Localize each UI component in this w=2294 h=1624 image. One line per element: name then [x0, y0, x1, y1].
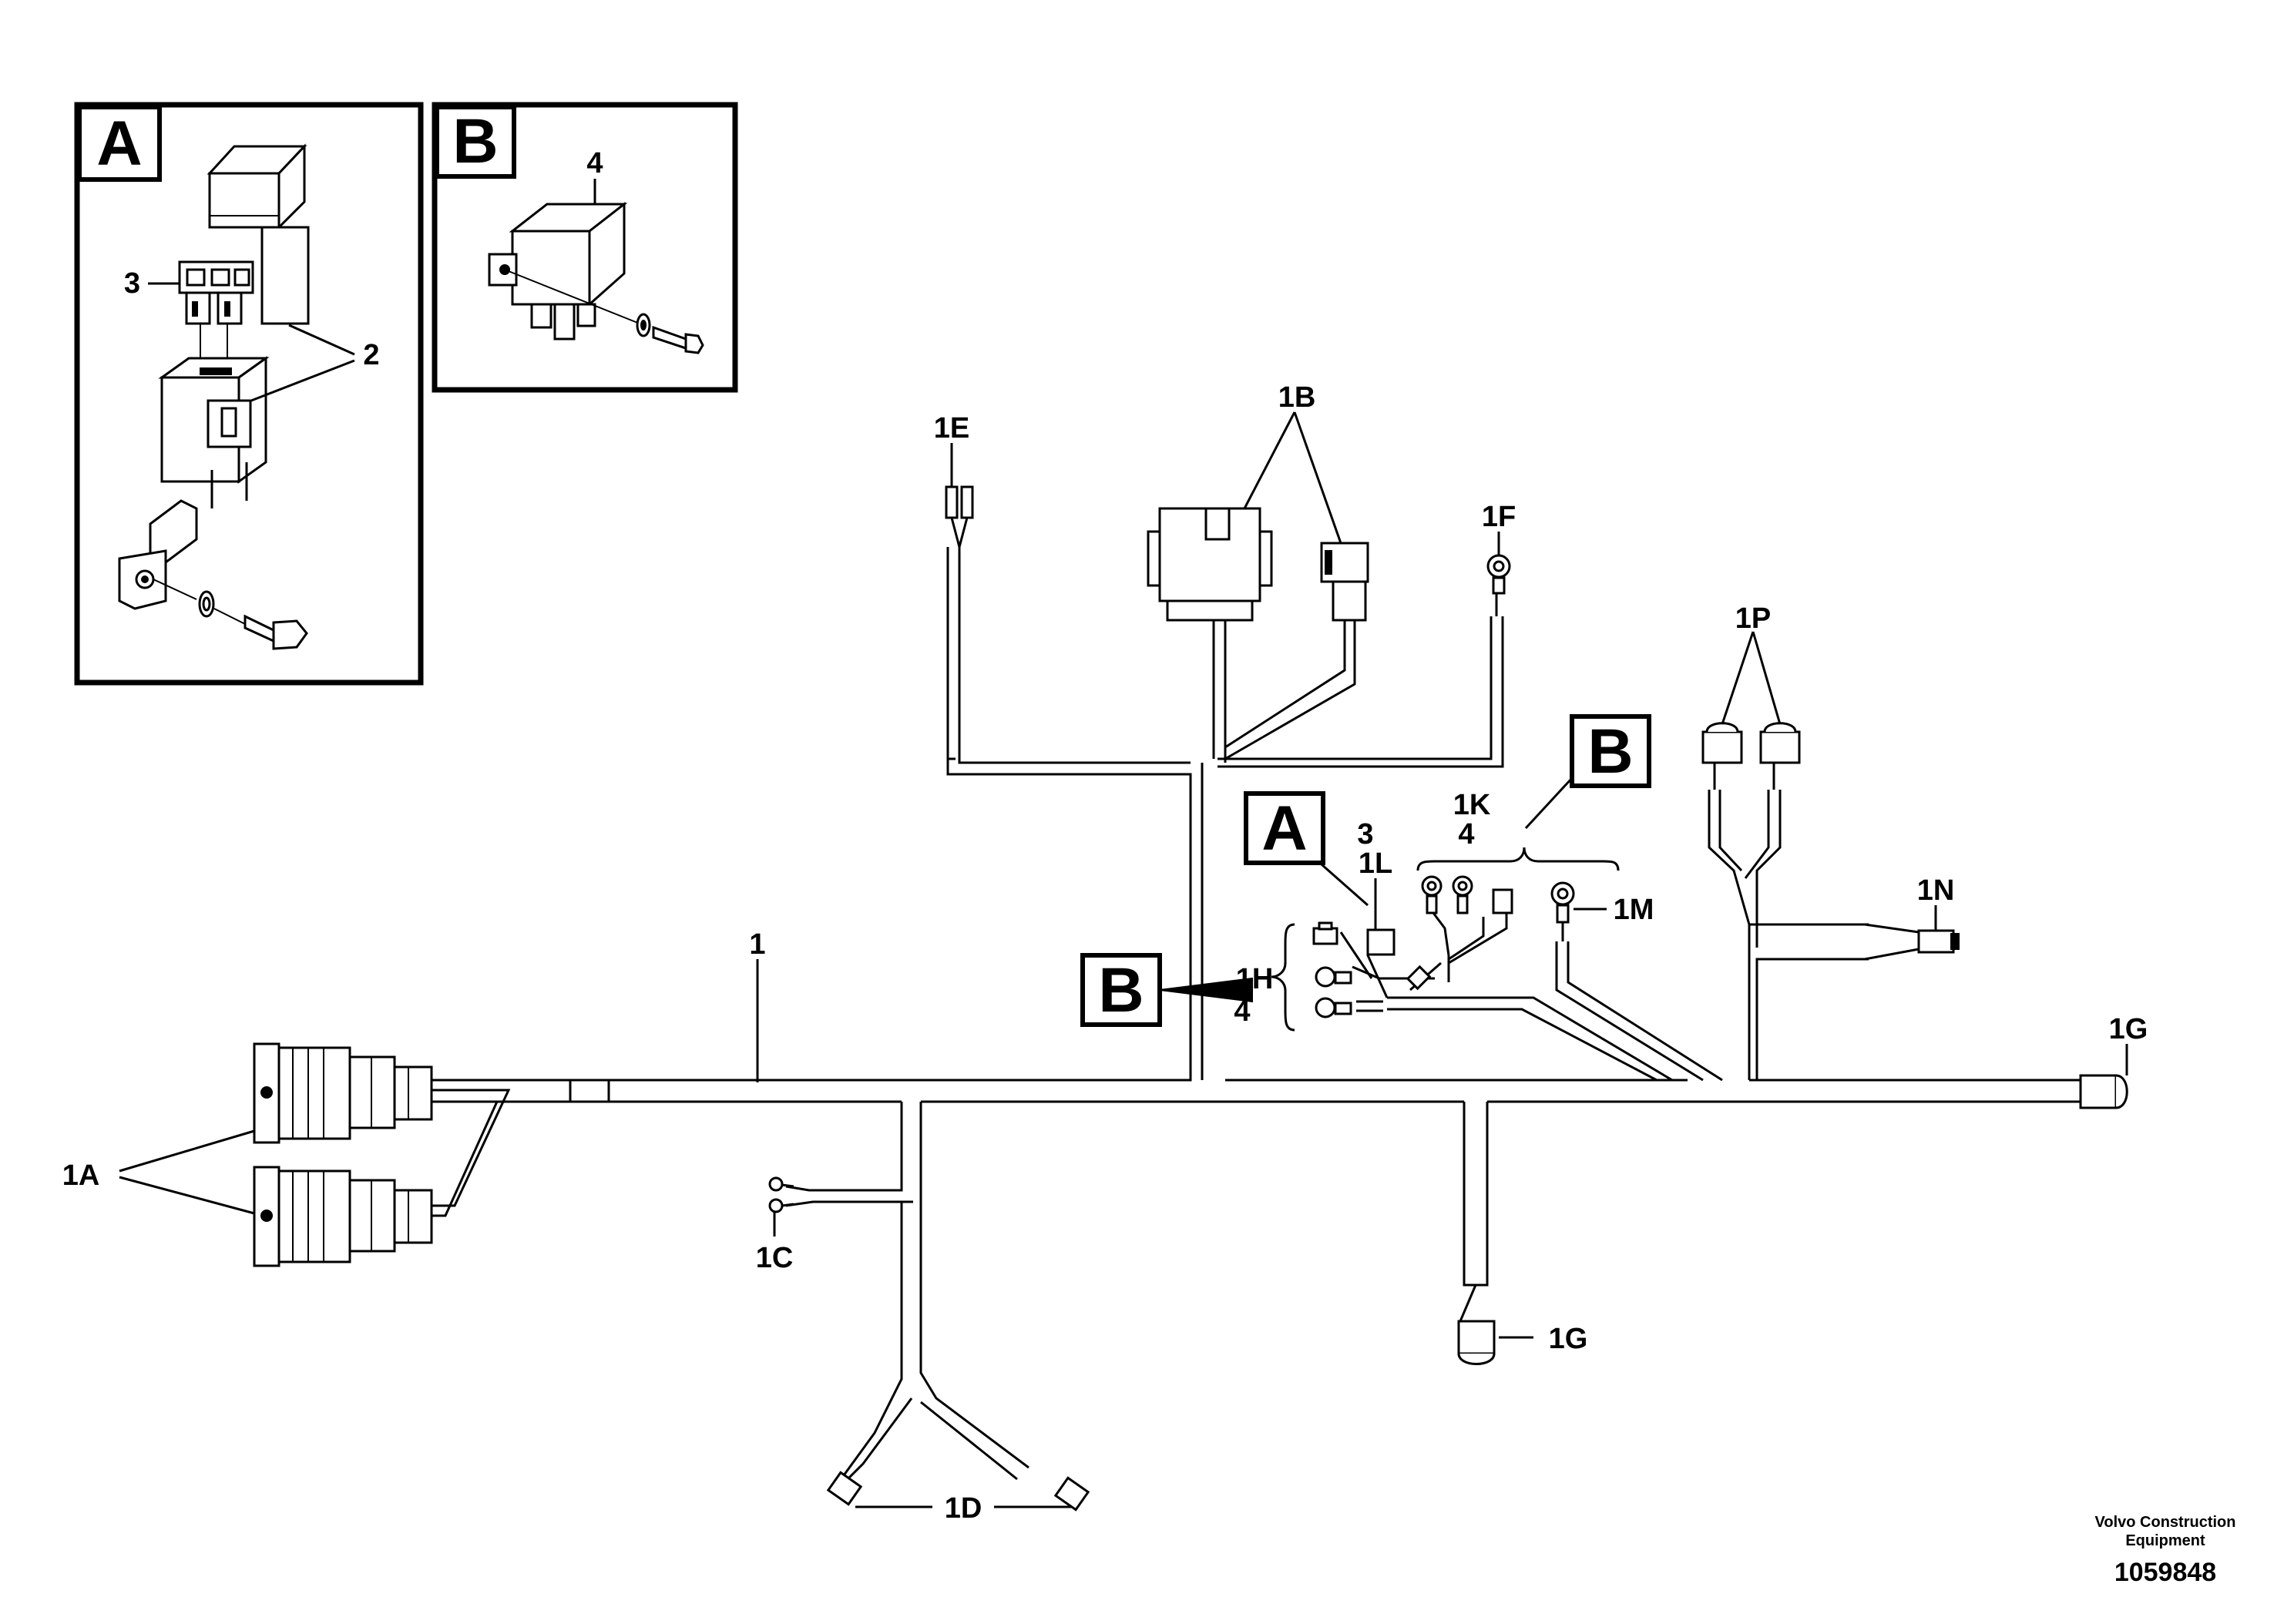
mounting-plate [118, 499, 308, 650]
connector-1n [1917, 929, 1960, 954]
callout-3: 3 [124, 267, 140, 300]
ref-a: A [1261, 794, 1307, 864]
connector-1h [1312, 921, 1352, 1018]
inset-b-frame [432, 102, 738, 393]
ref-b-left: B [1098, 955, 1144, 1025]
company-line-1: Volvo Construction [2095, 1514, 2236, 1531]
label-1h-qty: 4 [1234, 995, 1250, 1028]
label-1d: 1D [945, 1492, 982, 1525]
company-line-2: Equipment [2125, 1532, 2205, 1549]
ref-b-right: B [1587, 716, 1633, 787]
ref-box-b-right [1570, 714, 1651, 788]
connector-1a [253, 1042, 433, 1267]
splice-sleeve [569, 1079, 610, 1103]
connector-1f [1486, 554, 1511, 616]
relay [488, 201, 704, 354]
label-1l-qty: 3 [1357, 818, 1373, 851]
fuse-cap [207, 143, 310, 325]
inset-a-letter-box [77, 105, 162, 182]
fuse-bracket [158, 356, 270, 508]
label-1e: 1E [934, 412, 969, 445]
inset-a-frame [74, 102, 424, 686]
label-1l: 1L [1359, 847, 1392, 880]
label-1c: 1C [756, 1242, 794, 1274]
label-1k-qty: 4 [1458, 818, 1474, 851]
label-1p: 1P [1735, 602, 1771, 635]
inset-a-letter: A [96, 109, 142, 179]
ref-box-a [1244, 791, 1325, 865]
main-harness [428, 547, 2082, 1485]
label-1k: 1K [1453, 789, 1491, 821]
callout-2: 2 [363, 339, 379, 371]
callout-4: 4 [586, 147, 603, 180]
label-1b: 1B [1278, 381, 1316, 414]
inset-b-letter-box [435, 105, 516, 179]
connector-1b [1147, 507, 1369, 622]
leaders [119, 411, 2128, 1508]
connector-1l [1366, 928, 1396, 956]
connector-1m [1550, 881, 1575, 941]
connector-1p [1701, 722, 1801, 790]
fuse-inline [1406, 965, 1432, 991]
inset-a: A [74, 102, 424, 686]
ref-box-b-left [1080, 953, 1162, 1027]
label-1a: 1A [62, 1159, 100, 1192]
connector-1k [1421, 875, 1513, 914]
connector-1e [945, 485, 974, 548]
connector-1g-bottom [1457, 1284, 1496, 1365]
label-1h: 1H [1236, 963, 1274, 995]
label-1n: 1N [1917, 874, 1955, 907]
inset-b: B 4 [432, 102, 738, 393]
connector-1g-right [2079, 1074, 2128, 1109]
label-1m: 1M [1614, 894, 1654, 926]
label-1f: 1F [1482, 501, 1516, 533]
drawing-number: 1059848 [2114, 1558, 2216, 1587]
label-1: 1 [749, 928, 765, 961]
connector-1d [826, 1471, 1090, 1512]
label-1g-bottom: 1G [1549, 1323, 1588, 1355]
inset-b-letter: B [452, 106, 498, 176]
label-1g-top: 1G [2109, 1013, 2148, 1045]
connector-1c [768, 1176, 794, 1213]
fuse-holder-part [178, 260, 254, 358]
